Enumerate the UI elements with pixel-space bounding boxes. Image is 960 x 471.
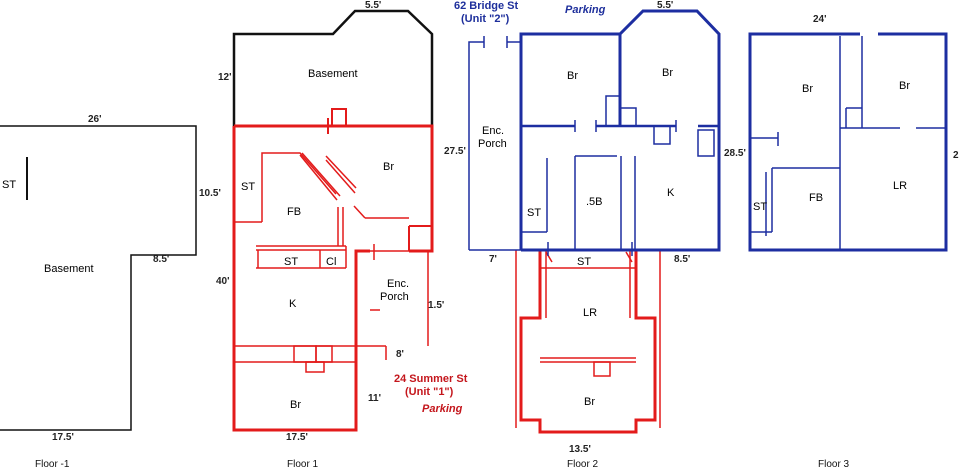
- room-label: Enc.: [387, 278, 410, 290]
- room-label: Br: [662, 67, 673, 79]
- room-label: Br: [899, 80, 910, 92]
- floor2-lower-walls: [519, 250, 657, 434]
- dimension-label: 5.5': [657, 0, 674, 11]
- dimension-label: 11': [368, 393, 381, 404]
- room-label: Cl: [326, 256, 337, 268]
- dimension-label: 8.5': [153, 254, 170, 265]
- dimension-label: 17.5': [52, 432, 74, 443]
- room-label: .5B: [586, 196, 603, 208]
- dimension-label: 40': [216, 276, 230, 287]
- room-label: Br: [290, 399, 301, 411]
- dimension-label: 7': [489, 254, 497, 265]
- floor1-basement-walls: [232, 9, 434, 126]
- dimension-label: 8': [396, 349, 404, 360]
- room-label: ST: [527, 207, 542, 219]
- room-label: Porch: [380, 291, 409, 303]
- dimension-label: 17.5': [286, 432, 308, 443]
- dimension-label: 12': [218, 72, 232, 83]
- room-label: LR: [583, 307, 598, 319]
- unit1-parking: Parking: [422, 403, 463, 415]
- floor3-interior-walls: [750, 36, 946, 250]
- floor-name: Floor -1: [35, 459, 70, 470]
- dimension-label: 24': [813, 14, 827, 25]
- dimension-label: 2: [953, 150, 959, 161]
- dimension-label: 28.5': [724, 148, 746, 159]
- floor-name: Floor 3: [818, 459, 850, 470]
- floor2-unit2-walls: [519, 9, 721, 252]
- floor2-interior-walls: [468, 36, 719, 256]
- room-label: Porch: [478, 138, 507, 150]
- room-label: ST: [753, 201, 768, 213]
- unit2-address: 62 Bridge St: [454, 0, 519, 12]
- room-label: ST: [284, 256, 299, 268]
- room-label: FB: [809, 192, 824, 204]
- dimension-label: 26': [88, 114, 102, 125]
- room-label: Br: [383, 161, 394, 173]
- dimension-label: 8.5': [674, 254, 691, 265]
- unit1-address: 24 Summer St: [394, 373, 468, 385]
- room-label: LR: [893, 180, 908, 192]
- room-label: Br: [802, 83, 813, 95]
- room-label: Br: [584, 396, 595, 408]
- unit2-tag: (Unit "2"): [461, 13, 510, 25]
- dimension-label: 1.5': [428, 300, 445, 311]
- floor3-walls: [748, 32, 948, 252]
- floor-minus1-walls: [0, 125, 197, 431]
- unit1-tag: (Unit "1"): [405, 386, 454, 398]
- room-label: Basement: [44, 263, 94, 275]
- dimension-label: 13.5': [569, 444, 591, 455]
- room-label: Basement: [308, 68, 358, 80]
- room-label: K: [667, 187, 675, 199]
- floor2-lower-interior: [515, 250, 661, 428]
- room-label: ST: [577, 256, 592, 268]
- room-label: K: [289, 298, 297, 310]
- room-label: Enc.: [482, 125, 505, 137]
- dimension-label: 10.5': [199, 188, 221, 199]
- room-label: ST: [2, 179, 17, 191]
- room-label: Br: [567, 70, 578, 82]
- floor1-interior-walls: [234, 152, 429, 373]
- dimension-label: 27.5': [444, 146, 466, 157]
- floor-name: Floor 1: [287, 459, 319, 470]
- room-label: ST: [241, 181, 256, 193]
- floor-name: Floor 2: [567, 459, 599, 470]
- unit2-parking: Parking: [565, 4, 606, 16]
- dimension-label: 5.5': [365, 0, 382, 11]
- room-label: FB: [287, 206, 302, 218]
